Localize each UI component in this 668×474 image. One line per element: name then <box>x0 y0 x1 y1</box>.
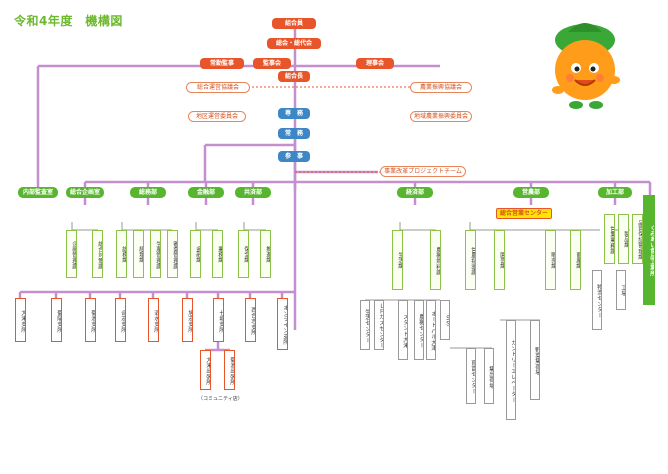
section-hozen: 保全課 <box>238 230 249 278</box>
dept-eigyo: 営農部 <box>513 187 549 198</box>
section-kinyu: 金融課 <box>190 230 201 278</box>
dept-somu: 総務部 <box>130 187 166 198</box>
senmu-box: 専 務 <box>278 108 310 119</box>
chiiki-nogyo-box: 地域農業振興委員会 <box>410 111 472 122</box>
facility-yasai: 野菜集荷場 <box>530 320 540 400</box>
dept-kyosai: 共済部 <box>235 187 271 198</box>
section-seihin: 製品課 <box>618 214 629 264</box>
kanjikai-box: 監事会 <box>253 58 291 69</box>
facility-ss: ＳＳ <box>440 300 450 340</box>
branch-shisui: 泗水支所 <box>148 298 159 342</box>
section-somu: 総務課 <box>116 230 127 278</box>
section-eigyo-gyomu: 営業業務課 <box>604 214 615 264</box>
facility-stand: スタンド大津 <box>398 300 408 360</box>
dept-kikaku: 総合企画室 <box>66 187 104 198</box>
section-seisan-kanri: 生産管理課 <box>150 230 161 278</box>
branch-kikuyo: 菊陽支所 <box>51 298 62 342</box>
dept-keizai: 経済部 <box>397 187 433 198</box>
kumiaicho-box: 組合長 <box>278 71 310 82</box>
section-keiri: 経理課 <box>133 230 144 278</box>
facility-kojo: 工場 <box>616 270 626 310</box>
mascot-character-icon <box>552 23 620 109</box>
section-noki-nenryo: 農機燃料課 <box>430 230 441 290</box>
page-title: 令和4年度 機構図 <box>14 14 123 28</box>
sogo-unei-box: 総合運営協議会 <box>186 82 250 93</box>
sub-branch-otsu: 大津出張所 <box>200 350 211 390</box>
section-suishin: 推進課 <box>260 230 271 278</box>
rijikai-box: 理事会 <box>356 58 394 69</box>
facility-seikatsu-center: 生活センター <box>360 300 370 350</box>
facility-country-elevator: カントリーエレベーター <box>506 320 516 420</box>
branch-otsu: 大津支所 <box>15 298 26 342</box>
project-team-box: 事業改革プロジェクトチーム <box>380 166 466 177</box>
facility-autopal: オートパル大津 <box>426 300 436 360</box>
naibu-kansa-box: 内部監査室 <box>18 187 58 198</box>
section-hinshitsu: 品質保証管理課 <box>632 214 643 264</box>
nogyo-shinko-box: 農業振興協議会 <box>410 82 472 93</box>
section-seikatsu: 生活課 <box>392 230 403 290</box>
facility-shukka: 集出荷場 <box>484 348 494 404</box>
sanji-box: 参 事 <box>278 151 310 162</box>
sodai-box: 総会・総代会 <box>267 38 321 49</box>
section-kikaku-kanri: 企画管理課 <box>66 230 77 278</box>
section-gyomu: 業務課 <box>212 230 223 278</box>
section-sogo-taisaku: 総合対策課 <box>92 230 103 278</box>
facility-butsuryu: 物流センター <box>592 270 602 330</box>
branch-koshi: 合志支所 <box>115 298 126 342</box>
chiku-unei-box: 地区運営委員会 <box>188 111 246 122</box>
kumiaiin-box: 組合員 <box>272 18 316 29</box>
branch-shichijo: 七城支所 <box>213 298 224 342</box>
branch-online: オンライン支所 <box>277 298 288 350</box>
branch-nishigoshi: 西合志支所 <box>245 298 256 342</box>
eigyo-center-box: 総合営業センター <box>496 208 552 219</box>
branch-kyokushi: 旭志支所 <box>182 298 193 342</box>
jonin-kanji-box: 常勤監事 <box>200 58 244 69</box>
dept-kinyu: 金融部 <box>188 187 224 198</box>
section-eino-shido: 営農指導課 <box>465 230 476 290</box>
kumiai-shokuhin-box: くみあい食品工業所 <box>643 195 655 305</box>
section-hanbai: 販売課 <box>545 230 556 290</box>
section-shinsa-kanri: 審査管理課 <box>167 230 178 278</box>
community-note: （コミュニティ店） <box>198 396 243 402</box>
facility-ikubyo: 育苗センター <box>466 348 476 404</box>
facility-noki-center: 農機センター <box>414 300 424 360</box>
section-engei: 園芸課 <box>494 230 505 290</box>
sub-branch-kikuchi: 菊池出張所 <box>224 350 235 390</box>
jomu-box: 常 務 <box>278 128 310 139</box>
branch-kikuchi: 菊池支所 <box>85 298 96 342</box>
dept-kako: 加工部 <box>598 187 632 198</box>
facility-lp-gas: ＬＰガスセンター <box>374 300 384 350</box>
section-chikusan: 畜産課 <box>570 230 581 290</box>
